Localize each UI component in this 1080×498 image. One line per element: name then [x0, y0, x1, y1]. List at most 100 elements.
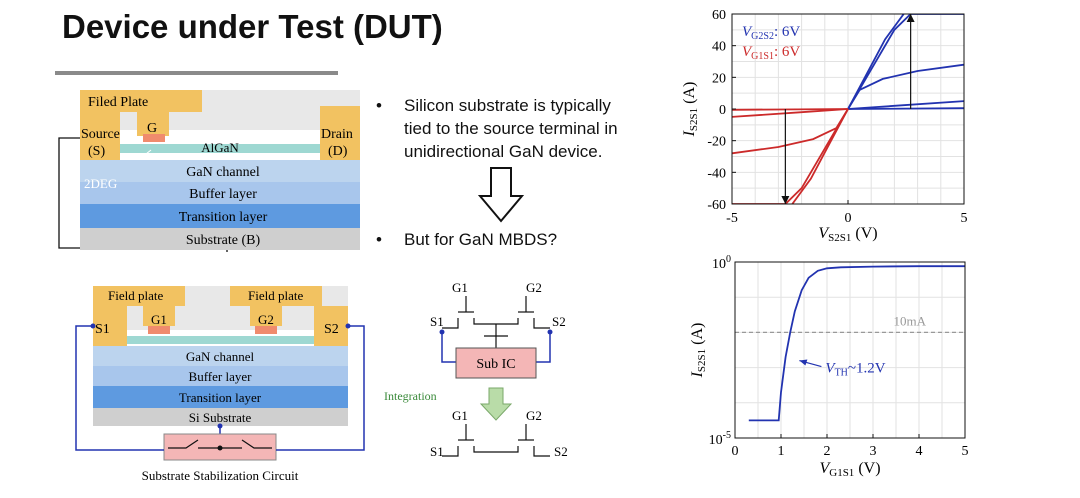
svg-text:S1: S1	[430, 444, 444, 459]
svg-text:Substrate Stabilization Circui: Substrate Stabilization Circuit	[142, 468, 299, 483]
svg-text:Integration: Integration	[384, 389, 437, 403]
svg-text:S2: S2	[554, 444, 568, 459]
s2-contact	[314, 306, 348, 346]
chart1-series-line	[847, 14, 964, 110]
svg-text:G: G	[147, 121, 157, 136]
chart1-series-line	[791, 108, 849, 204]
chart2-annotation-arrow-head	[799, 359, 808, 366]
g1-block	[148, 326, 170, 334]
svg-text:Source: Source	[81, 127, 120, 142]
title-underline	[55, 71, 338, 75]
svg-text:GaN channel: GaN channel	[186, 349, 255, 364]
bullet-dot: •	[376, 96, 382, 115]
svg-text:S1: S1	[430, 314, 444, 329]
transition-layer	[80, 204, 360, 228]
down-arrow-icon	[478, 167, 524, 223]
svg-text:Buffer layer: Buffer layer	[189, 187, 257, 202]
svg-text:(D): (D)	[328, 144, 348, 159]
chart1-ytick-label: 60	[712, 8, 726, 23]
svg-text:G1: G1	[452, 280, 468, 295]
svg-text:Filed Plate: Filed Plate	[88, 95, 148, 110]
chart1-xlabel: VS2S1 (V)	[818, 225, 877, 244]
bullet-2: • But for GaN MBDS?	[376, 228, 558, 251]
chart1-xtick-label: 0	[845, 211, 852, 226]
bullet-1-line-1: Silicon substrate is typically	[404, 96, 611, 115]
svg-text:G2: G2	[258, 312, 274, 327]
svg-text:Transition layer: Transition layer	[179, 210, 268, 225]
svg-text:AlGaN: AlGaN	[201, 140, 239, 155]
s1-contact	[93, 306, 127, 346]
chart2-reference-label: 10mA	[894, 313, 927, 328]
chart2-xtick-label: 4	[916, 444, 923, 459]
integration-arrow-icon	[479, 387, 513, 421]
device-cross-section-top: Filed Plate G Source (S) Drain (D) AlGaN…	[58, 90, 360, 252]
chart2-xtick-label: 3	[870, 444, 877, 459]
chart2-ytick-label: 100	[712, 254, 731, 272]
chart1-xtick-label: -5	[726, 211, 738, 226]
svg-text:Substrate (B): Substrate (B)	[186, 233, 261, 248]
svg-text:Transition layer: Transition layer	[179, 390, 262, 405]
svg-text:G1: G1	[452, 408, 468, 423]
chart1-series-line	[732, 108, 849, 204]
chart2-ylabel: IS2S1 (A)	[689, 323, 708, 379]
drain-contact	[320, 106, 360, 160]
svg-text:S2: S2	[324, 322, 339, 337]
chart2-annotation-vth: VTH~1.2V	[825, 361, 885, 379]
svg-text:(S): (S)	[88, 144, 105, 159]
chart1-series-line	[847, 107, 964, 110]
svg-text:Drain: Drain	[321, 127, 353, 142]
gate-block	[143, 134, 165, 142]
chart2-series-line	[748, 265, 965, 422]
chart1-arrow-head	[781, 196, 790, 204]
svg-text:G2: G2	[526, 408, 542, 423]
buffer-layer	[80, 182, 360, 204]
svg-text:G1: G1	[151, 312, 167, 327]
chart1-series-line	[847, 14, 905, 110]
field-plate-right	[230, 286, 322, 306]
chart1-annotation-vg1s1: VG1S1: 6V	[742, 44, 800, 62]
bullet-dot: •	[376, 230, 382, 249]
chart1-series-line	[847, 100, 964, 110]
chart1-ytick-label: -60	[707, 198, 726, 213]
svg-text:Buffer layer: Buffer layer	[189, 369, 253, 384]
sub-ic-box	[455, 347, 537, 379]
chart2-xtick-label: 5	[962, 444, 969, 459]
chart1-series-line	[732, 108, 849, 155]
svg-text:Si Substrate: Si Substrate	[189, 410, 252, 425]
chart2-xtick-label: 2	[824, 444, 831, 459]
svg-text:Sub IC: Sub IC	[476, 357, 515, 372]
substrate-layer	[80, 228, 360, 250]
chart1-series-line	[732, 108, 849, 111]
bullet-1-line-2: tied to the source terminal in	[404, 119, 618, 138]
chart1-ylabel: IS2S1 (A)	[681, 82, 700, 138]
chart2-xtick-label: 1	[778, 444, 785, 459]
svg-text:GaN channel: GaN channel	[186, 165, 260, 180]
chart2-ytick-label: 10-5	[709, 430, 731, 448]
chart1-ytick-label: 40	[712, 40, 726, 55]
chart1-xtick-label: 5	[961, 211, 968, 226]
g2-block	[255, 326, 277, 334]
chart2-xlabel: VG1S1 (V)	[819, 460, 880, 479]
svg-text:Field plate: Field plate	[248, 288, 303, 303]
transfer-chart: 0 1 2 3 4 5 100 10-5 10mA VTH~1.2V VG1S1 (V) IS…	[689, 254, 969, 479]
chart1-series-line	[732, 108, 849, 118]
chart1-ytick-label: -40	[707, 166, 726, 181]
source-contact	[80, 112, 120, 160]
chart1-series-line	[847, 63, 964, 110]
chart2-xtick-label: 0	[732, 444, 739, 459]
chart1-arrow-head	[906, 14, 915, 22]
gan-channel-layer	[80, 160, 360, 182]
chart1-annotation-vg2s2: VG2S2: 6V	[742, 24, 800, 42]
chart1-ytick-label: 20	[712, 71, 726, 86]
svg-text:Field plate: Field plate	[108, 288, 163, 303]
bullet-1-line-3: unidirectional GaN device.	[404, 142, 603, 161]
filed-plate	[80, 90, 202, 112]
chart1-ytick-label: 0	[719, 103, 726, 118]
bullet-1: • Silicon substrate is typically tied to…	[376, 94, 618, 163]
mbds-schematic: G1 G2 S1 S2 Sub IC Integration G1 G2 S1 …	[384, 280, 568, 459]
svg-text:G2: G2	[526, 280, 542, 295]
svg-text:S1: S1	[95, 322, 110, 337]
device-cross-section-bottom: Field plate Field plate G1 G2 S1 S2 GaN …	[75, 286, 365, 483]
bullet-2-line-1: But for GaN MBDS?	[404, 230, 558, 249]
